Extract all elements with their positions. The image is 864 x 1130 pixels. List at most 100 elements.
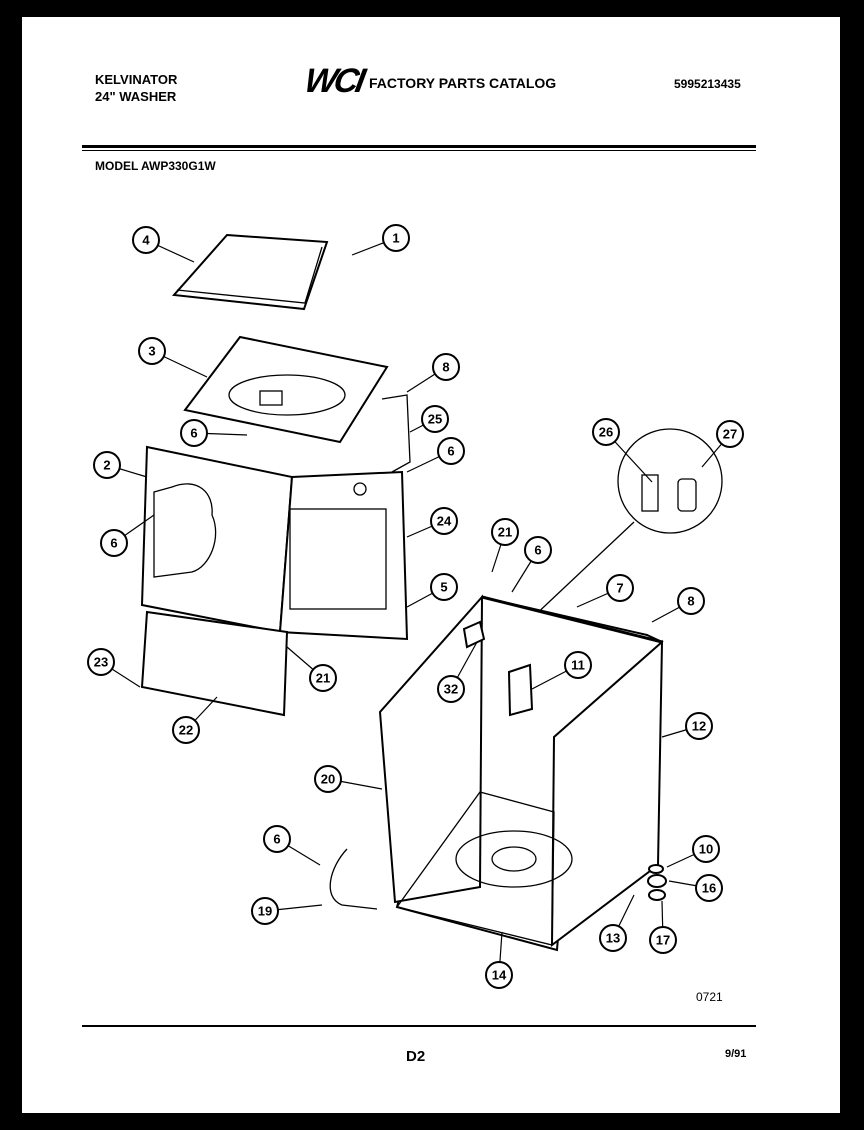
callout-circle xyxy=(93,451,121,479)
callout-circle xyxy=(716,420,744,448)
callout-number: 20 xyxy=(321,772,335,787)
callout-number: 26 xyxy=(599,425,613,440)
callout-number: 14 xyxy=(492,968,507,983)
callout-circle xyxy=(485,961,513,989)
product-name: 24" WASHER xyxy=(95,89,177,104)
rear-panel-part xyxy=(278,470,409,641)
front-panel-part xyxy=(140,445,294,634)
bracket-25-part xyxy=(381,394,411,473)
callout-21: 21 xyxy=(309,664,337,692)
callout-22: 22 xyxy=(172,716,200,744)
callout-13: 13 xyxy=(599,924,627,952)
catalog-page: KELVINATOR 24" WASHER WCI FACTORY PARTS … xyxy=(22,17,840,1113)
callout-6: 6 xyxy=(437,437,465,465)
callout-circle xyxy=(430,573,458,601)
rear-panel-vent xyxy=(289,508,387,610)
front-panel-cutaway xyxy=(153,483,217,578)
callout-6: 6 xyxy=(100,529,128,557)
bracket-32-part xyxy=(462,620,486,649)
callout-1: 1 xyxy=(382,224,410,252)
callout-3: 3 xyxy=(138,337,166,365)
callout-number: 25 xyxy=(428,412,442,427)
callout-4: 4 xyxy=(132,226,160,254)
callout-26: 26 xyxy=(592,418,620,446)
callout-19: 19 xyxy=(251,897,279,925)
callout-circle xyxy=(138,337,166,365)
callout-number: 4 xyxy=(142,233,150,248)
callout-circle xyxy=(606,574,634,602)
callout-circle xyxy=(180,419,208,447)
brand-name: KELVINATOR xyxy=(95,72,178,87)
callout-number: 8 xyxy=(687,594,694,609)
callout-number: 17 xyxy=(656,933,670,948)
lower-panel-part xyxy=(140,610,289,717)
callout-circle xyxy=(132,226,160,254)
lid-part xyxy=(171,233,329,311)
callout-number: 6 xyxy=(110,536,117,551)
catalog-number: 5995213435 xyxy=(674,77,741,91)
catalog-title: FACTORY PARTS CATALOG xyxy=(369,75,557,91)
callout-circle xyxy=(592,418,620,446)
header-rule-top xyxy=(82,145,756,148)
callout-circle xyxy=(172,716,200,744)
callout-circle xyxy=(649,926,677,954)
hose-19-part xyxy=(329,848,378,910)
callout-number: 32 xyxy=(444,682,458,697)
callout-number: 7 xyxy=(616,581,623,596)
callout-number: 10 xyxy=(699,842,713,857)
foot-10-part xyxy=(648,864,664,874)
callout-5: 5 xyxy=(430,573,458,601)
callout-circle xyxy=(599,924,627,952)
part-drawings xyxy=(140,233,723,952)
callout-circle xyxy=(314,765,342,793)
callout-number: 6 xyxy=(534,543,541,558)
callout-number: 24 xyxy=(437,514,452,529)
callout-circle xyxy=(437,675,465,703)
callout-24: 24 xyxy=(430,507,458,535)
base-hub-center xyxy=(491,846,537,872)
callout-2: 2 xyxy=(93,451,121,479)
callout-23: 23 xyxy=(87,648,115,676)
top-frame-bracket xyxy=(259,390,283,406)
callout-circle xyxy=(437,437,465,465)
callout-circle xyxy=(421,405,449,433)
callout-27: 27 xyxy=(716,420,744,448)
switch-11-part xyxy=(507,663,534,717)
foot-17-part xyxy=(648,889,666,901)
callout-14: 14 xyxy=(485,961,513,989)
callout-circle xyxy=(430,507,458,535)
callout-17: 17 xyxy=(649,926,677,954)
callout-circle xyxy=(432,353,460,381)
callout-number: 6 xyxy=(190,426,197,441)
top-frame-part xyxy=(183,335,389,444)
callout-circle xyxy=(564,651,592,679)
base-hub xyxy=(455,830,573,888)
callout-number: 8 xyxy=(442,360,449,375)
callout-circle xyxy=(251,897,279,925)
callout-7: 7 xyxy=(606,574,634,602)
callout-circle xyxy=(382,224,410,252)
callout-number: 5 xyxy=(440,580,447,595)
callout-number: 23 xyxy=(94,655,108,670)
callout-circle xyxy=(491,518,519,546)
rear-panel-hole xyxy=(353,482,367,496)
callout-circle xyxy=(309,664,337,692)
capacitor-27-part xyxy=(677,478,697,512)
bracket-26-part xyxy=(641,474,659,512)
callout-number: 13 xyxy=(606,931,620,946)
top-frame-opening xyxy=(228,374,346,416)
lid-edge xyxy=(176,246,323,304)
callout-number: 2 xyxy=(103,458,110,473)
callout-number: 21 xyxy=(498,525,512,540)
header-rule-bottom xyxy=(82,150,756,151)
callout-number: 16 xyxy=(702,881,716,896)
figure-code: 0721 xyxy=(696,990,723,1004)
base-part xyxy=(395,791,555,946)
callout-circle xyxy=(677,587,705,615)
callout-circle xyxy=(692,835,720,863)
callout-21: 21 xyxy=(491,518,519,546)
callout-20: 20 xyxy=(314,765,342,793)
callout-circle xyxy=(100,529,128,557)
